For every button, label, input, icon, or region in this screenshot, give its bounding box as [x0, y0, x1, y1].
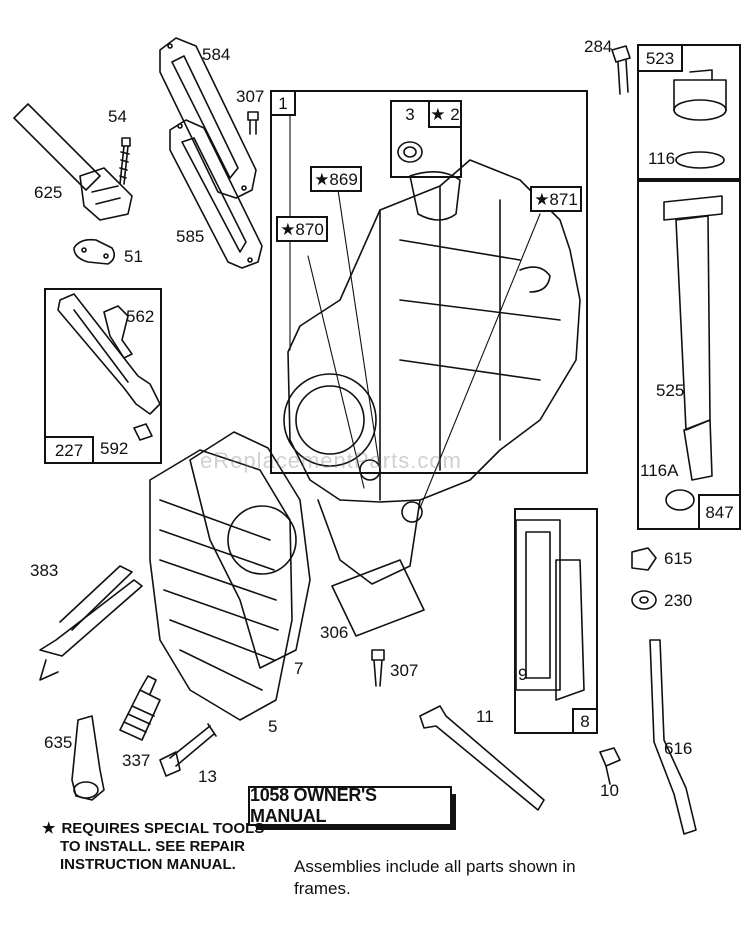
frame-847-dipstick-tube: [637, 180, 741, 530]
label-306: 306: [320, 623, 349, 642]
label-307-top: 307: [236, 87, 265, 106]
label-7: 7: [294, 659, 304, 678]
label-635: 635: [44, 733, 73, 752]
label-10: 10: [600, 781, 619, 800]
label-383: 383: [30, 561, 59, 580]
label-116: 116: [648, 149, 676, 168]
label-525: 525: [656, 381, 685, 400]
label-116a: 116A: [640, 461, 679, 480]
star-icon: ★: [42, 820, 56, 837]
part-54-screw: [119, 137, 131, 185]
label-11: 11: [476, 707, 494, 726]
tag-870: ★870: [276, 216, 328, 242]
part-625-drawing: [13, 103, 133, 221]
special-tools-note: ★ REQUIRES SPECIAL TOOLS TO INSTALL. SEE …: [42, 820, 264, 874]
label-625: 625: [34, 183, 63, 202]
part-383-tube: [39, 565, 143, 681]
label-562: 562: [126, 307, 155, 326]
part-585-gasket: [169, 119, 263, 269]
part-616-dipstick: [649, 639, 697, 835]
frame-227-brake: [44, 288, 162, 464]
part-615-nut: [631, 547, 657, 571]
label-585: 585: [176, 227, 205, 246]
part-284-screw: [611, 45, 631, 95]
watermark: eReplacementParts.com: [200, 448, 462, 473]
label-13: 13: [198, 767, 217, 786]
part-116-oring: [675, 151, 725, 169]
part-3-seal: [397, 141, 423, 163]
part-230-washer: [631, 590, 657, 610]
part-5-cylinder-head: [149, 449, 293, 721]
note-line-1: REQUIRES SPECIAL TOOLS: [61, 820, 265, 837]
part-10-screw: [599, 747, 621, 785]
tag-871: ★871: [530, 186, 582, 212]
label-54: 54: [108, 107, 127, 126]
tag-2: ★ 2: [428, 100, 462, 128]
label-51: 51: [124, 247, 143, 266]
part-1-cylinder-block: [283, 159, 581, 585]
label-5: 5: [268, 717, 278, 736]
part-306-gasket: [331, 559, 425, 637]
part-525-tube: [663, 195, 723, 481]
part-116a-oring: [665, 489, 695, 511]
label-284: 284: [584, 37, 613, 56]
tag-3: 3: [405, 104, 415, 124]
frame-1-short-block: [270, 90, 588, 474]
label-337: 337: [122, 751, 151, 770]
note-line-2: TO INSTALL. SEE REPAIR: [60, 838, 246, 855]
assemblies-note: Assemblies include all parts shown in fr…: [294, 857, 576, 898]
label-307-bottom: 307: [390, 661, 419, 680]
part-307-screw-top: [247, 111, 259, 135]
owners-manual-box: 1058 OWNER'S MANUAL: [248, 785, 456, 830]
part-13-bolt: [159, 723, 217, 777]
part-7-gasket: [189, 431, 311, 669]
label-615: 615: [664, 549, 693, 568]
part-227-drawing: [57, 293, 161, 441]
part-635-boot: [71, 715, 105, 801]
tag-869: ★869: [310, 166, 362, 192]
part-51-gasket: [73, 238, 116, 265]
tag-1: 1: [270, 90, 296, 116]
part-11-dipstick-tube: [419, 705, 545, 811]
label-584: 584: [202, 45, 231, 64]
part-337-spark-plug: [119, 675, 161, 741]
part-523-cap: [673, 69, 727, 121]
part-8-cover: [555, 559, 585, 701]
label-9: 9: [518, 665, 528, 684]
note-line-3: INSTRUCTION MANUAL.: [60, 856, 236, 873]
label-616: 616: [664, 739, 693, 758]
tag-523: 523: [637, 44, 683, 72]
tag-8: 8: [572, 708, 598, 734]
tag-847: 847: [698, 494, 741, 530]
frame-8-breather: [514, 508, 598, 734]
part-584-gasket: [159, 37, 257, 199]
label-230: 230: [664, 591, 693, 610]
frame-523-cap-assembly: [637, 44, 741, 180]
label-592: 592: [100, 439, 129, 458]
tag-227: 227: [44, 436, 94, 464]
frame-3-2-seal: [390, 100, 462, 178]
part-307-screw-bottom: [371, 649, 385, 687]
part-9-gasket: [515, 519, 561, 691]
